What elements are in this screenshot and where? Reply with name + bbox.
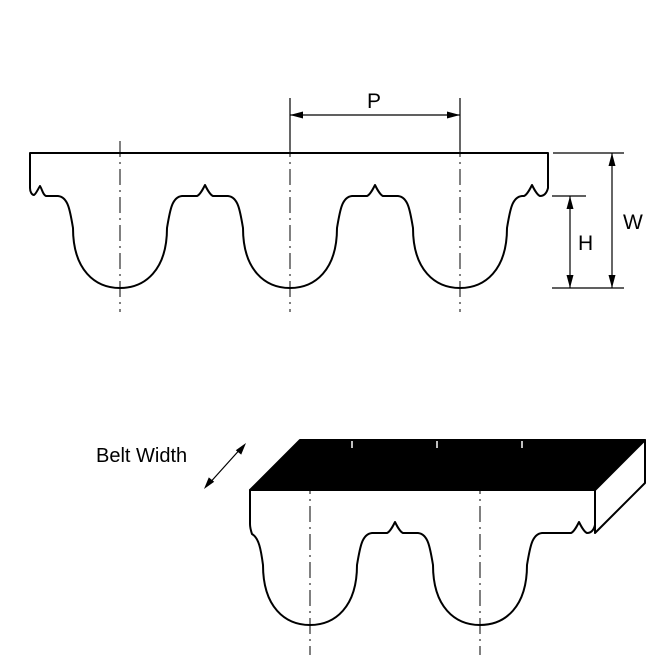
height-dimension: H bbox=[552, 195, 593, 288]
arrowhead-lower bbox=[204, 477, 215, 489]
arrowhead-left bbox=[290, 111, 303, 119]
arrowhead-right bbox=[447, 111, 460, 119]
width-dimension: W bbox=[552, 152, 643, 289]
belt-top-face bbox=[249, 439, 646, 491]
arrowhead-down bbox=[608, 275, 616, 288]
arrowhead-up bbox=[566, 196, 574, 209]
belt-front-profile bbox=[249, 489, 596, 626]
belt-width-label: Belt Width bbox=[96, 445, 187, 467]
arrowhead-up bbox=[608, 153, 616, 166]
cross-section-view: P W H bbox=[29, 90, 643, 312]
tooth-height-label: H bbox=[578, 232, 593, 255]
isometric-view: Belt Width bbox=[96, 439, 646, 655]
pitch-label: P bbox=[367, 90, 381, 113]
overall-depth-label: W bbox=[623, 211, 643, 234]
pitch-dimension: P bbox=[289, 90, 461, 150]
belt-profile bbox=[29, 152, 549, 289]
arrowhead-down bbox=[566, 275, 574, 288]
arrowhead-upper bbox=[235, 443, 246, 455]
belt-width-annotation: Belt Width bbox=[96, 443, 246, 489]
belt-width-arrow-line bbox=[206, 445, 244, 487]
